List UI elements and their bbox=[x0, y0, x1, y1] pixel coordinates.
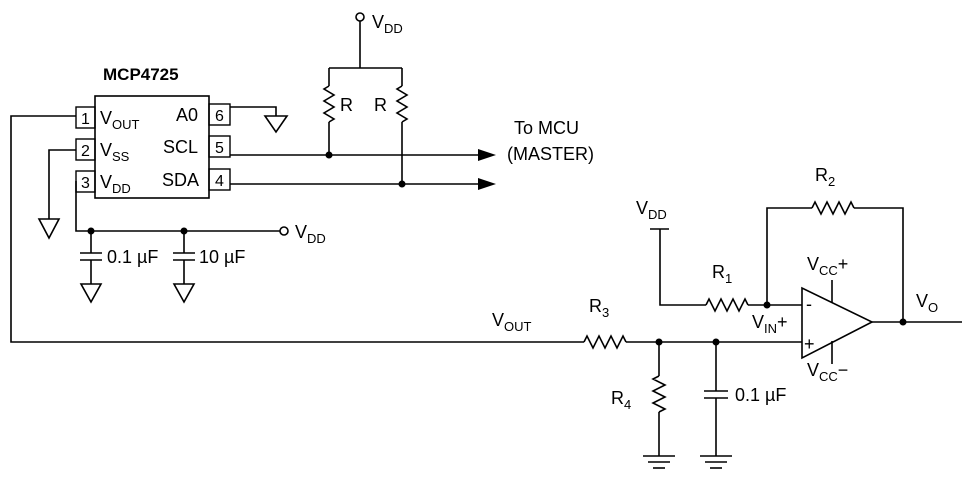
mcu-label-line1: To MCU bbox=[514, 118, 579, 138]
pin-2-number: 2 bbox=[81, 143, 90, 160]
vss-wire bbox=[48, 149, 76, 219]
vo-label: VO bbox=[916, 291, 938, 315]
mcu-label-line2: (MASTER) bbox=[507, 144, 594, 164]
ground-symbol-cap2 bbox=[172, 283, 196, 304]
resistor-r1 bbox=[705, 297, 749, 313]
pin-5-box bbox=[208, 135, 231, 158]
r3-label: R3 bbox=[589, 296, 609, 320]
vdd-main-label: VDD bbox=[372, 12, 403, 36]
ground-symbol-cap1 bbox=[79, 283, 103, 304]
pin-4-name: SDA bbox=[162, 170, 199, 190]
junction-dot bbox=[899, 318, 907, 326]
vout-loop-wire bbox=[10, 115, 490, 343]
vcc-pos-label: VCC+ bbox=[807, 254, 848, 278]
pin-1-name: VOUT bbox=[100, 108, 140, 132]
vdd-main-terminal bbox=[355, 12, 365, 22]
vdd-supply-wire bbox=[75, 181, 280, 232]
scl-arrow-icon bbox=[478, 149, 496, 161]
pin-6-name: A0 bbox=[176, 105, 198, 125]
cap1-label: 0.1 µF bbox=[107, 247, 158, 267]
r1-label: R1 bbox=[712, 262, 732, 286]
ground-symbol-a0 bbox=[263, 115, 289, 134]
pullup-r2-label: R bbox=[374, 95, 387, 115]
op-amp-minus-sign: - bbox=[806, 294, 812, 314]
cap2-label: 10 µF bbox=[199, 247, 245, 267]
vcc-neg-label: VCC− bbox=[807, 360, 848, 384]
resistor-r3 bbox=[583, 334, 627, 350]
pin-6-number: 6 bbox=[215, 108, 224, 125]
r2-label: R2 bbox=[815, 165, 835, 189]
feedback-wire-left bbox=[766, 207, 812, 305]
op-amp bbox=[801, 286, 874, 360]
cap3-label: 0.1 µF bbox=[735, 385, 786, 405]
pin-5-number: 5 bbox=[215, 140, 224, 157]
pin-3-name: VDD bbox=[100, 172, 131, 196]
pin-1-number: 1 bbox=[81, 111, 90, 128]
pin-5-name: SCL bbox=[163, 137, 198, 157]
pullup-resistor-1 bbox=[322, 85, 336, 123]
pin-4-box bbox=[208, 168, 231, 191]
pin-1-box bbox=[75, 106, 96, 129]
sda-arrow-icon bbox=[478, 178, 496, 190]
vdd-supply-terminal bbox=[279, 226, 289, 236]
feedback-wire-right bbox=[854, 207, 904, 322]
vdd-amp-wire bbox=[659, 229, 706, 306]
pin-2-name: VSS bbox=[100, 140, 130, 164]
pin-6-box bbox=[208, 103, 231, 126]
chip-name: MCP4725 bbox=[103, 65, 179, 84]
ground-symbol-vss bbox=[37, 218, 61, 240]
vdd-amp-label: VDD bbox=[636, 198, 667, 222]
resistor-r4 bbox=[651, 375, 667, 413]
pullup-resistor-2 bbox=[395, 85, 409, 123]
vin-label: VIN+ bbox=[752, 312, 788, 336]
pin-3-number: 3 bbox=[81, 175, 90, 192]
pullup-r1-label: R bbox=[340, 95, 353, 115]
a0-wire bbox=[230, 106, 277, 116]
r4-label: R4 bbox=[611, 388, 631, 412]
pin-4-number: 4 bbox=[215, 173, 224, 190]
vout-label: VOUT bbox=[492, 310, 532, 334]
vdd-supply-label: VDD bbox=[295, 222, 326, 246]
op-amp-plus-sign: + bbox=[804, 334, 815, 354]
resistor-r2 bbox=[811, 200, 855, 216]
